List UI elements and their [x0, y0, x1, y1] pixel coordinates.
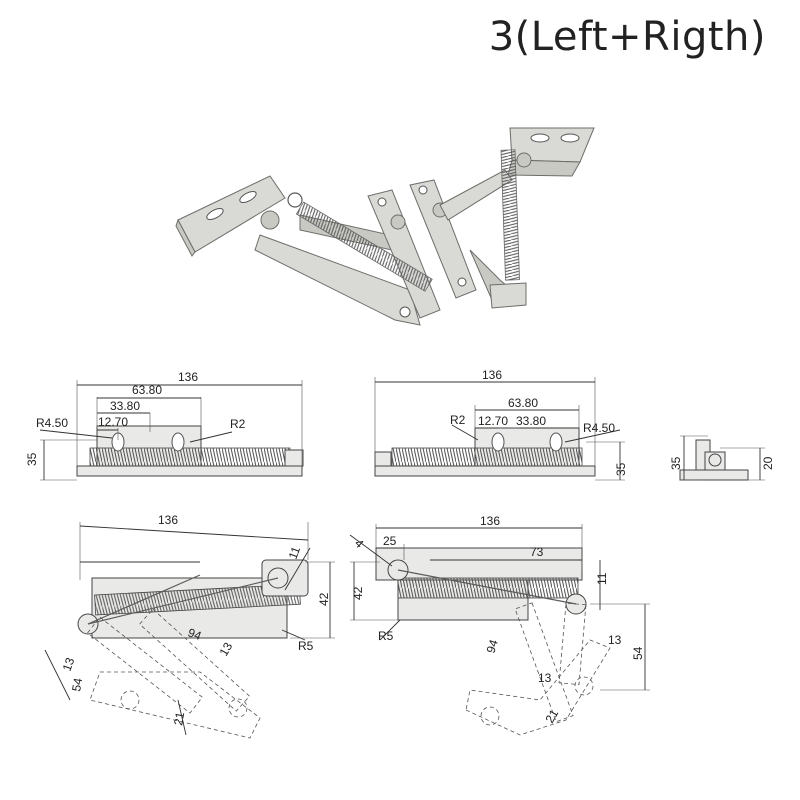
- bottom-left-drawing: 136 11 42 94 13 13 54 21 R5: [44, 513, 335, 739]
- dim-54: 54: [631, 646, 645, 660]
- dim-20: 20: [761, 456, 775, 470]
- dim-r5: R5: [298, 639, 314, 653]
- dim-11: 11: [595, 572, 609, 585]
- dim-136: 136: [480, 514, 500, 528]
- dim-42: 42: [317, 592, 331, 606]
- dim-35: 35: [614, 462, 628, 476]
- dim-136: 136: [482, 368, 502, 382]
- dim-r4-50: R4.50: [583, 421, 615, 435]
- dim-63-80: 63.80: [132, 383, 162, 397]
- dim-21: 21: [542, 707, 561, 726]
- dim-33-80: 33.80: [110, 399, 140, 413]
- dim-33-80: 33.80: [516, 414, 546, 428]
- dim-13-left: 13: [60, 655, 78, 673]
- dim-13-right: 13: [216, 640, 235, 659]
- dim-r5: R5: [378, 629, 394, 643]
- dim-94: 94: [186, 625, 204, 643]
- dim-12-70: 12.70: [478, 414, 508, 428]
- dim-136: 136: [158, 513, 178, 527]
- side-view-drawing: 35 20: [669, 435, 775, 481]
- dim-13-mid: 13: [538, 671, 552, 685]
- dim-25: 25: [383, 534, 397, 548]
- dim-21: 21: [171, 711, 187, 727]
- dim-11: 11: [286, 544, 304, 561]
- dim-42: 42: [351, 586, 365, 600]
- top-right-drawing: 136 63.80 12.70 33.80 R2 R4.50 35: [374, 368, 628, 481]
- hinge-photo-right: [409, 127, 595, 309]
- dim-63-80: 63.80: [508, 396, 538, 410]
- hinge-photo-left: [175, 175, 441, 326]
- dim-r2: R2: [230, 417, 246, 431]
- bottom-right-drawing: 136 4 25 73 42 11 R5 94 13 13 54 21: [349, 514, 650, 736]
- dim-54: 54: [69, 677, 85, 693]
- dim-12-70: 12.70: [98, 415, 128, 429]
- dim-r2: R2: [450, 413, 466, 427]
- top-left-drawing: 136 63.80 33.80 12.70 R4.50 R2 35: [25, 370, 304, 481]
- dim-13-right: 13: [608, 633, 622, 647]
- dim-r4-50: R4.50: [36, 416, 68, 430]
- title: 3(Left+Rigth): [488, 14, 766, 60]
- dim-73: 73: [530, 545, 544, 559]
- dim-136: 136: [178, 370, 198, 384]
- dim-35: 35: [669, 456, 683, 470]
- dim-94: 94: [484, 638, 502, 655]
- dim-35: 35: [25, 452, 39, 466]
